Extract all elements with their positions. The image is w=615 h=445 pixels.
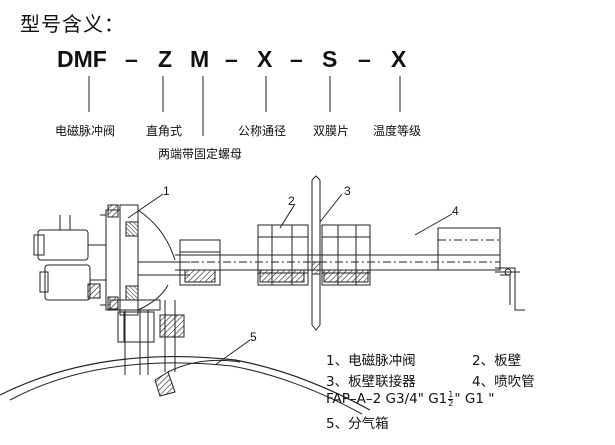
legend-item-4: 4、喷吹管 bbox=[472, 374, 535, 390]
callout-4: 4 bbox=[452, 204, 459, 218]
air-tank bbox=[0, 355, 371, 415]
callout-3: 3 bbox=[344, 184, 351, 198]
meaning-dmf: 电磁脉冲阀 bbox=[55, 124, 116, 138]
legend-item-1: 1、电磁脉冲阀 bbox=[326, 353, 416, 369]
fap-frac-bottom: 2 bbox=[448, 399, 454, 408]
solenoid-coil bbox=[33, 215, 106, 301]
page-title: 型号含义： bbox=[20, 12, 125, 36]
meaning-x1: 公称通径 bbox=[238, 124, 287, 138]
callout-1: 1 bbox=[163, 184, 170, 198]
legend-item-2: 2、板壁 bbox=[472, 353, 522, 369]
pipe-bracket bbox=[495, 267, 525, 311]
fap-spec-tail: " G1 " bbox=[454, 391, 495, 407]
code-dash: – bbox=[290, 46, 303, 72]
meaning-m: 两端带固定螺母 bbox=[158, 147, 243, 161]
code-dash: – bbox=[125, 46, 138, 72]
code-x: X bbox=[257, 46, 273, 72]
callout-5: 5 bbox=[250, 330, 257, 344]
code-leader-lines bbox=[88, 76, 401, 136]
code-dmf: DMF bbox=[57, 46, 107, 72]
legend-item-3: 3、板壁联接器 bbox=[326, 374, 416, 390]
code-dash: – bbox=[225, 46, 238, 72]
callout-leaders bbox=[127, 193, 453, 366]
code-x: X bbox=[391, 46, 407, 72]
code-m: M bbox=[190, 46, 210, 72]
fap-spec-main: FAP–A–2 G3/4" G1 bbox=[326, 391, 448, 407]
callout-2: 2 bbox=[288, 194, 295, 208]
connector-nut-right bbox=[321, 224, 371, 286]
valve-body bbox=[100, 204, 190, 343]
connector-nut-left bbox=[179, 224, 309, 286]
fap-frac-top: 1 bbox=[448, 390, 454, 399]
code-z: Z bbox=[158, 46, 173, 72]
code-s: S bbox=[322, 46, 338, 72]
meaning-x2: 温度等级 bbox=[373, 124, 422, 138]
meaning-z: 直角式 bbox=[146, 124, 183, 138]
wall-plate bbox=[311, 175, 321, 331]
legend-item-5: 5、分气箱 bbox=[326, 416, 389, 432]
code-dash: – bbox=[358, 46, 371, 72]
meaning-s: 双膜片 bbox=[313, 124, 350, 138]
